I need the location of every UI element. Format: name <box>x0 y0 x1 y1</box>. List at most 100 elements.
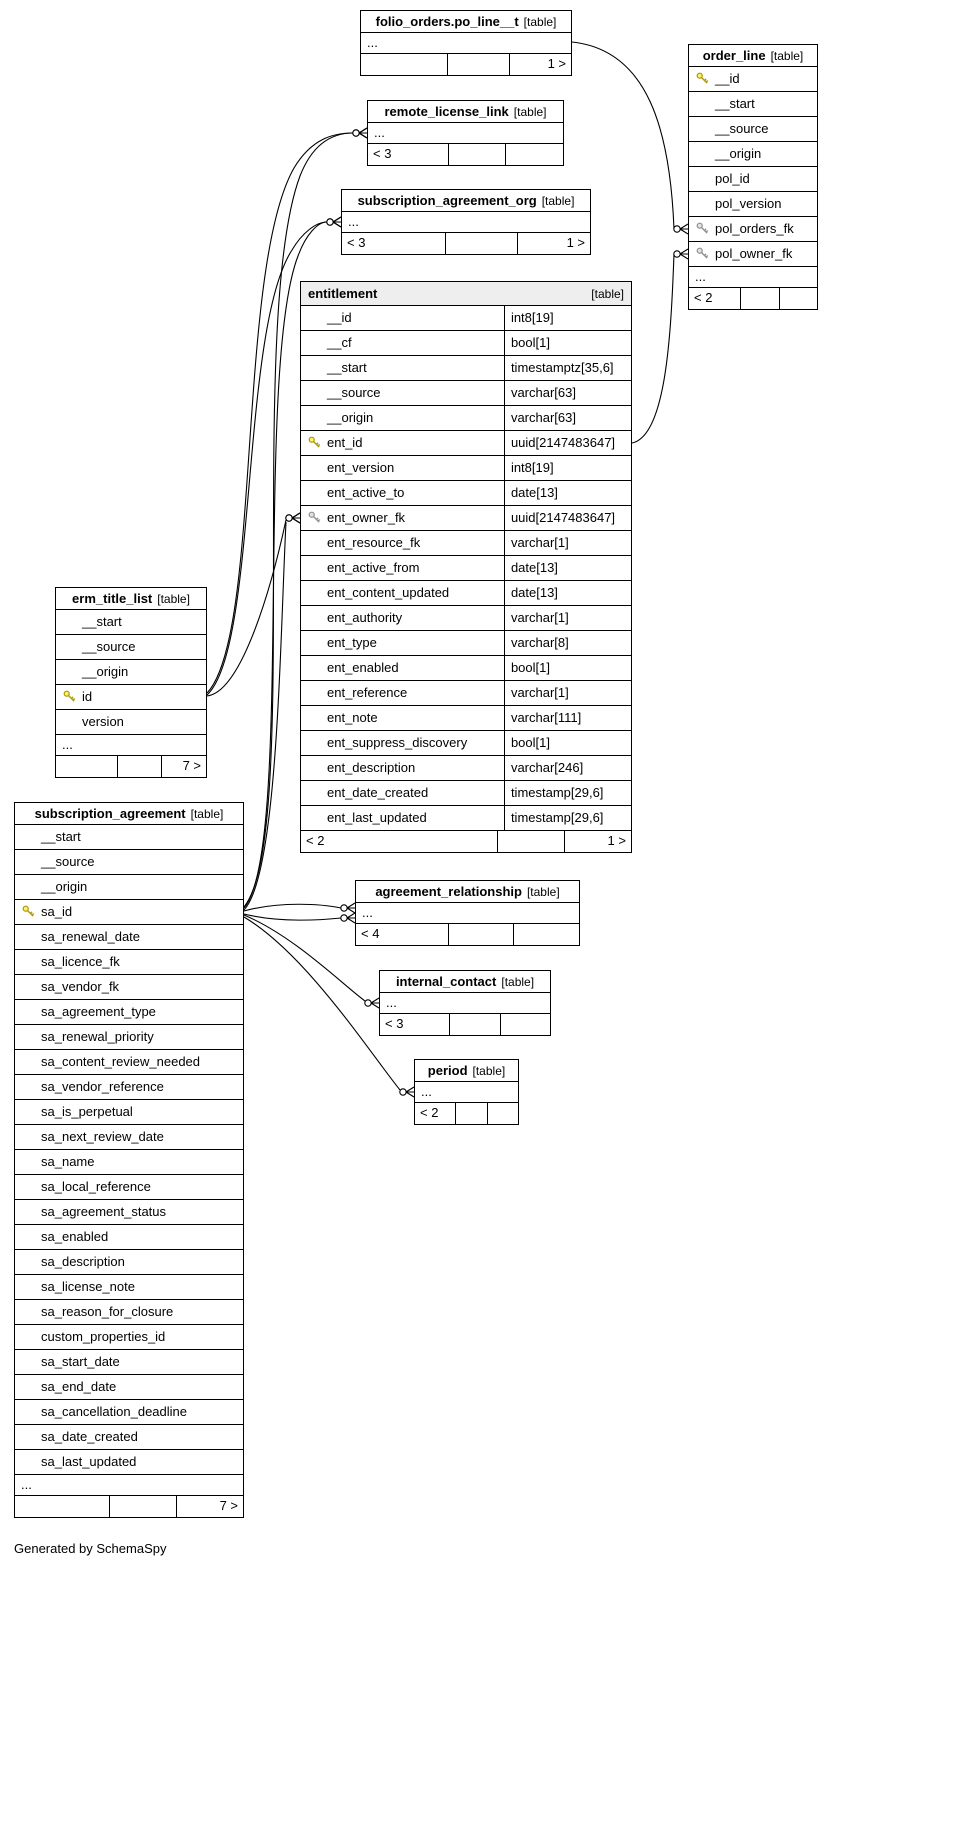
column-row-sa_renewal_priority: sa_renewal_priority <box>15 1025 243 1050</box>
footer-cell: 7 > <box>161 756 206 777</box>
column-name: sa_license_note <box>41 1279 135 1294</box>
primary-key-icon <box>22 905 36 919</box>
table-header[interactable]: period [table] <box>415 1060 518 1082</box>
footer-cell: 1 > <box>563 831 631 852</box>
column-row-sa_start_date: sa_start_date <box>15 1350 243 1375</box>
crows-foot-icon <box>405 1086 415 1098</box>
table-title: internal_contact <box>395 974 497 989</box>
column-type: varchar[1] <box>503 531 631 555</box>
ellipsis-row: ... <box>361 33 571 54</box>
edge-subscription_agreement.sa_id-to-entitlement.ent_owner_fk <box>243 521 287 911</box>
column-name: version <box>82 714 124 729</box>
foreign-key-icon <box>696 247 710 261</box>
ellipsis-row: ... <box>342 212 590 233</box>
ellipsis-row: ... <box>415 1082 518 1103</box>
zero-or-many-circle <box>285 514 293 522</box>
crows-foot-icon <box>346 902 356 914</box>
table-title: folio_orders.po_line__t <box>375 14 519 29</box>
generated-by-note: Generated by SchemaSpy <box>14 1541 167 1556</box>
column-name: sa_end_date <box>41 1379 117 1394</box>
column-type: varchar[1] <box>503 606 631 630</box>
column-name: sa_agreement_type <box>41 1004 156 1019</box>
column-row-__start: __start <box>689 92 817 117</box>
column-row-sa_renewal_date: sa_renewal_date <box>15 925 243 950</box>
column-row-sa_cancellation_deadline: sa_cancellation_deadline <box>15 1400 243 1425</box>
column-name: ent_type <box>327 635 377 650</box>
table-footer: < 2 <box>689 288 817 309</box>
primary-key-icon <box>63 690 77 704</box>
column-name: __origin <box>715 146 762 161</box>
column-row-sa_content_review_needed: sa_content_review_needed <box>15 1050 243 1075</box>
ellipsis-row: ... <box>689 267 817 288</box>
column-name: sa_cancellation_deadline <box>41 1404 188 1419</box>
column-row-sa_end_date: sa_end_date <box>15 1375 243 1400</box>
table-header[interactable]: entitlement [table] <box>301 282 631 306</box>
table-header[interactable]: internal_contact [table] <box>380 971 550 993</box>
column-type: bool[1] <box>503 656 631 680</box>
ellipsis-row: ... <box>356 903 579 924</box>
column-name: __origin <box>41 879 88 894</box>
column-type: date[13] <box>503 581 631 605</box>
table-header[interactable]: folio_orders.po_line__t [table] <box>361 11 571 33</box>
footer-cell <box>56 756 117 777</box>
column-type: varchar[246] <box>503 756 631 780</box>
table-tag: [table] <box>523 14 557 29</box>
column-name: __origin <box>82 664 129 679</box>
edge-subscription_agreement.sa_id-to-internal_contact <box>243 914 366 1002</box>
column-row-id: id <box>56 685 206 710</box>
column-row-ent_content_updated: ent_content_updated date[13] <box>301 581 631 606</box>
column-name: sa_name <box>41 1154 95 1169</box>
column-name: sa_enabled <box>41 1229 109 1244</box>
column-row-pol_id: pol_id <box>689 167 817 192</box>
table-footer: 7 > <box>15 1496 243 1517</box>
column-row-sa_last_updated: sa_last_updated <box>15 1450 243 1475</box>
column-name: pol_id <box>715 171 750 186</box>
column-row-__start: __start <box>15 825 243 850</box>
column-row-sa_licence_fk: sa_licence_fk <box>15 950 243 975</box>
column-type: timestamptz[35,6] <box>503 356 631 380</box>
table-header[interactable]: agreement_relationship [table] <box>356 881 579 903</box>
table-header[interactable]: erm_title_list [table] <box>56 588 206 610</box>
crows-foot-icon <box>679 248 689 260</box>
column-row-ent_note: ent_note varchar[111] <box>301 706 631 731</box>
table-footer: 7 > <box>56 756 206 777</box>
table-header[interactable]: subscription_agreement_org [table] <box>342 190 590 212</box>
table-header[interactable]: remote_license_link [table] <box>368 101 563 123</box>
column-row-sa_vendor_reference: sa_vendor_reference <box>15 1075 243 1100</box>
column-name: ent_content_updated <box>327 585 450 600</box>
table-tag: [table] <box>526 884 560 899</box>
column-type: bool[1] <box>503 331 631 355</box>
footer-cell <box>116 756 162 777</box>
column-type: varchar[111] <box>503 706 631 730</box>
column-type: varchar[1] <box>503 681 631 705</box>
column-row-sa_vendor_fk: sa_vendor_fk <box>15 975 243 1000</box>
column-name: ent_date_created <box>327 785 429 800</box>
footer-cell <box>109 1496 176 1517</box>
column-row-sa_reason_for_closure: sa_reason_for_closure <box>15 1300 243 1325</box>
column-name: ent_note <box>327 710 378 725</box>
table-header[interactable]: order_line [table] <box>689 45 817 67</box>
table-order-line: order_line [table] __id__start__source __… <box>688 44 818 310</box>
column-row-pol_orders_fk: pol_orders_fk <box>689 217 817 242</box>
column-name: sa_is_perpetual <box>41 1104 133 1119</box>
footer-cell: 1 > <box>509 54 571 75</box>
footer-cell: < 3 <box>347 235 366 250</box>
column-name: __id <box>327 310 352 325</box>
table-title: period <box>427 1063 468 1078</box>
column-row-sa_enabled: sa_enabled <box>15 1225 243 1250</box>
column-name: __start <box>41 829 81 844</box>
column-row-__id: __id <box>689 67 817 92</box>
table-header[interactable]: subscription_agreement [table] <box>15 803 243 825</box>
crows-foot-icon <box>332 216 342 228</box>
zero-or-many-circle <box>326 218 334 226</box>
column-name: pol_orders_fk <box>715 221 794 236</box>
column-type: timestamp[29,6] <box>503 806 631 830</box>
column-row-__source: __source <box>689 117 817 142</box>
